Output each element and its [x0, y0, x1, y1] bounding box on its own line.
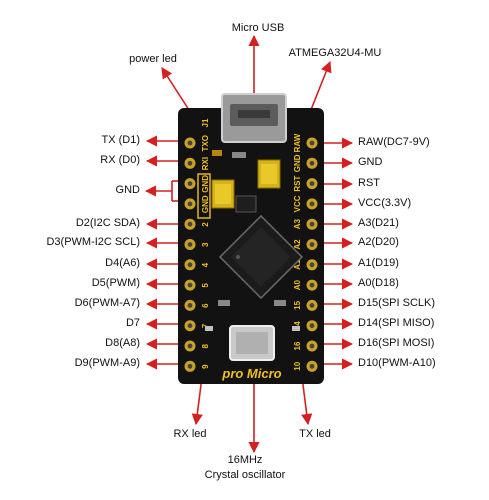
- right-pin-label: GND: [358, 156, 383, 168]
- right-pin-label: RAW(DC7-9V): [358, 136, 430, 148]
- rx-led-part: [205, 326, 213, 331]
- silk-label-left: 2: [201, 222, 210, 227]
- right-pin-label: D10(PWM-A10): [358, 357, 436, 369]
- right-pin-label: A0(D18): [358, 277, 399, 289]
- right-pin-label: RST: [358, 177, 380, 189]
- left-pin-label: TX (D1): [101, 134, 141, 146]
- right-pin-label: A2(D20): [358, 236, 399, 248]
- silk-label-left: GND: [201, 175, 210, 193]
- left-pin-label: D3(PWM-I2C SCL): [46, 236, 140, 248]
- crystal-label-line2: Crystal oscillator: [204, 469, 286, 481]
- right-pin-label: D15(SPI SCLK): [358, 297, 436, 309]
- pad-hole: [309, 201, 315, 207]
- pad-hole: [309, 363, 315, 369]
- tantalum-capacitor-right-top: [261, 164, 277, 184]
- right-pin-label: A3(D21): [358, 217, 399, 229]
- left-pin-label: D6(PWM-A7): [74, 297, 140, 309]
- silk-label-right: VCC: [293, 195, 302, 212]
- pad-hole: [309, 343, 315, 349]
- pad-hole: [187, 303, 193, 308]
- mcu-label: ATMEGA32U4-MU: [288, 47, 382, 59]
- pad-hole: [187, 221, 193, 227]
- pad-hole: [309, 181, 315, 187]
- pad-hole: [187, 201, 193, 207]
- silk-label-right: A3: [293, 219, 302, 230]
- mcu-chip-top: [231, 227, 291, 287]
- silk-label-right: 16: [293, 341, 302, 350]
- silk-label-left: 6: [201, 303, 210, 308]
- left-pin-label: D5(PWM): [91, 277, 140, 289]
- right-pin-label: VCC(3.3V): [358, 197, 412, 209]
- silk-gnd-box: [197, 173, 211, 219]
- pad-hole: [309, 282, 315, 288]
- power-led-label: power led: [129, 53, 177, 65]
- left-pin-label: GND: [115, 184, 140, 196]
- silk-label-left: TXO: [201, 135, 210, 151]
- left-pin-label: D2(I2C SDA): [75, 217, 140, 229]
- tx-led-label: TX led: [299, 428, 331, 440]
- silk-label-left: RXI: [201, 157, 210, 170]
- crystal-top: [236, 332, 268, 354]
- tantalum-capacitor-left-top: [215, 184, 231, 204]
- silk-label-left: J1: [201, 118, 210, 127]
- silk-label-right: A0: [293, 279, 302, 290]
- silk-label-left: 3: [201, 242, 210, 247]
- smd-resistor: [232, 152, 246, 158]
- right-pin-label: A1(D19): [358, 257, 399, 269]
- pad-hole: [309, 140, 315, 146]
- smd-cap-2: [274, 300, 286, 306]
- silk-label-left: GND: [201, 195, 210, 213]
- left-pin-label: RX (D0): [100, 154, 140, 166]
- pad-hole: [187, 160, 193, 166]
- pad-hole: [187, 262, 193, 268]
- right-pin-label: D16(SPI MOSI): [358, 337, 435, 349]
- pad-hole: [187, 181, 193, 187]
- pad-hole: [187, 140, 193, 146]
- silk-label-right: A1: [293, 259, 302, 270]
- silk-label-left: 4: [201, 262, 210, 267]
- pad-hole: [309, 303, 315, 308]
- smd-cap-1: [218, 300, 230, 306]
- left-pin-label: D8(A8): [105, 337, 140, 349]
- silk-label-right: 15: [293, 300, 302, 309]
- left-pin-label: D7: [125, 317, 140, 329]
- pad-hole: [309, 242, 315, 247]
- rx-led-label: RX led: [173, 428, 207, 440]
- silk-label-right: 10: [293, 361, 302, 370]
- silk-label-left: 7: [201, 323, 210, 328]
- pad-hole: [187, 323, 193, 329]
- pad-hole: [187, 282, 193, 288]
- silk-label-left: 9: [201, 364, 210, 369]
- pad-hole: [309, 262, 315, 268]
- silk-label-left: 8: [201, 344, 210, 349]
- right-pin-label: D14(SPI MISO): [358, 317, 435, 329]
- regulator-chip: [235, 195, 257, 213]
- pad-hole: [309, 323, 315, 329]
- usb-port-tongue: [238, 110, 270, 118]
- mcu-pin1-dot: [236, 255, 240, 259]
- pad-hole: [309, 160, 315, 166]
- silk-label-left: 5: [201, 283, 210, 288]
- silk-label-right: A2: [293, 239, 302, 250]
- silk-label-right: GND: [293, 154, 302, 172]
- micro-usb-label: Micro USB: [231, 22, 285, 34]
- silk-label-right: 14: [293, 321, 302, 330]
- crystal-label-line1: 16MHz: [227, 454, 263, 466]
- silk-label-right: RST: [293, 175, 302, 191]
- silk-label-right: RAW: [293, 133, 302, 152]
- pad-hole: [187, 363, 193, 369]
- smd-led-power: [212, 150, 222, 156]
- brand-silkscreen: pro Micro: [221, 366, 281, 381]
- left-pin-label: D4(A6): [105, 257, 140, 269]
- tx-led-part: [292, 326, 300, 331]
- pad-hole: [309, 221, 315, 227]
- pad-hole: [187, 242, 193, 247]
- left-pin-label: D9(PWM-A9): [74, 357, 140, 369]
- pad-hole: [187, 343, 193, 349]
